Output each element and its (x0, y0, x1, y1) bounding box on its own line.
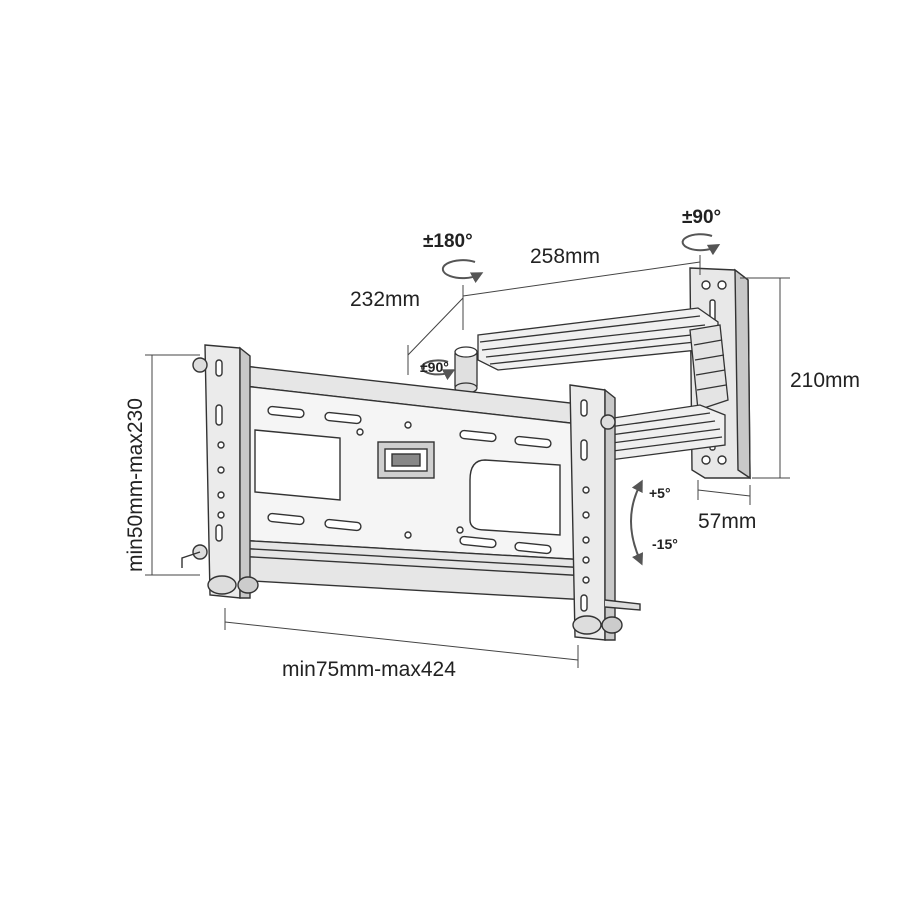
left-vertical-bracket (181, 344, 259, 599)
swivel-90-wall-label: ±90° (682, 207, 721, 228)
swivel-90-arm-arrow (420, 359, 456, 381)
swivel-180-label: ±180° (423, 231, 473, 252)
bracket-horizontal-label: min75mm-max424 (282, 658, 456, 681)
swivel-90-wall-arrow (681, 233, 721, 256)
upper-arm (477, 307, 729, 411)
rotation-arrows (420, 233, 721, 566)
tilt-down-label: -15° (652, 536, 678, 552)
swivel-180-arrow (441, 259, 484, 284)
arm-depth-label: 232mm (350, 288, 420, 311)
dimension-lines (145, 255, 790, 668)
arm-length-label: 258mm (530, 245, 600, 268)
arm-pivot (454, 346, 478, 394)
bracket-plate (234, 364, 589, 601)
wall-plate-height-label: 210mm (790, 369, 860, 392)
tilt-up-label: +5° (649, 485, 671, 501)
tilt-arrow (630, 479, 644, 566)
bracket-vertical-label: min50mm-max230 (124, 398, 147, 572)
swivel-90-arm-label: ±90° (420, 359, 449, 375)
wall-plate-width-label: 57mm (698, 510, 756, 533)
right-vertical-bracket (569, 384, 641, 641)
lower-arm (599, 404, 726, 461)
